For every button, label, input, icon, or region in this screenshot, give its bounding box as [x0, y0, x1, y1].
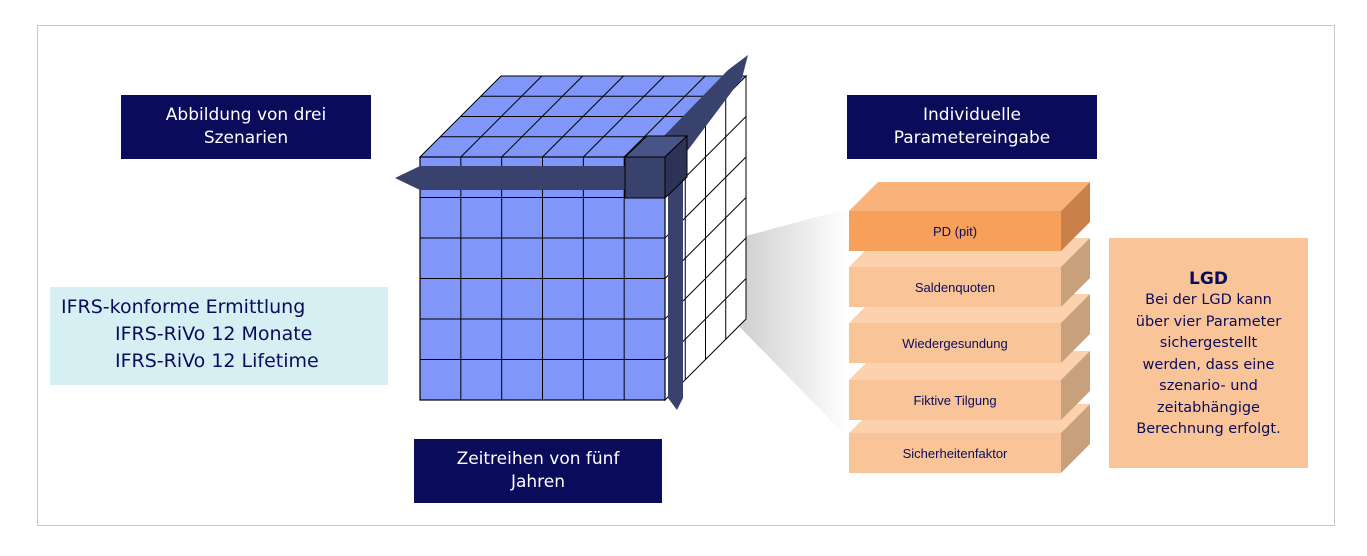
parameters-label: Individuelle Parametereingabe: [847, 95, 1097, 159]
lgd-title: LGD: [1189, 269, 1228, 289]
slab-front: [849, 211, 1061, 251]
selected-cell: [624, 156, 666, 199]
scenarios-label: Abbildung von drei Szenarien: [121, 95, 371, 159]
parameter-stack: Sicherheitenfaktor Fiktive Tilgung Wiederg…: [849, 182, 1090, 473]
scenario-arrow: [395, 166, 626, 190]
stack-item-label: Sicherheitenfaktor: [903, 446, 1008, 461]
stack-item-label: Fiktive Tilgung: [913, 393, 996, 408]
stack-item-label: PD (pit): [933, 224, 977, 239]
diagram-frame: [37, 25, 1335, 526]
slab-side: [1061, 351, 1090, 420]
grid-line: [542, 75, 624, 158]
depth-arrow: [660, 55, 748, 150]
slab-side: [1061, 294, 1090, 363]
data-cube: [395, 55, 748, 410]
slab-front: [849, 323, 1061, 363]
slab-front: [849, 380, 1061, 420]
slab-top: [849, 182, 1090, 211]
slab-front: [849, 267, 1061, 307]
ifrs-box: IFRS-konforme Ermittlung IFRS-RiVo 12 Mo…: [50, 287, 388, 385]
timeseries-label: Zeitreihen von fünf Jahren: [414, 439, 662, 503]
slab-front: [849, 433, 1061, 473]
timeseries-arrow: [668, 175, 683, 410]
lgd-box: LGD Bei der LGD kann über vier Parameter…: [1109, 238, 1308, 468]
grid-line: [582, 75, 665, 158]
slab-side: [1061, 404, 1090, 473]
grid-line: [460, 75, 543, 158]
grid-line: [623, 75, 706, 158]
slab-side: [1061, 182, 1090, 251]
slab-side: [1061, 238, 1090, 307]
stack-item-label: Wiedergesundung: [902, 336, 1008, 351]
stack-item-label: Saldenquoten: [915, 280, 995, 295]
grid-line: [501, 75, 584, 158]
